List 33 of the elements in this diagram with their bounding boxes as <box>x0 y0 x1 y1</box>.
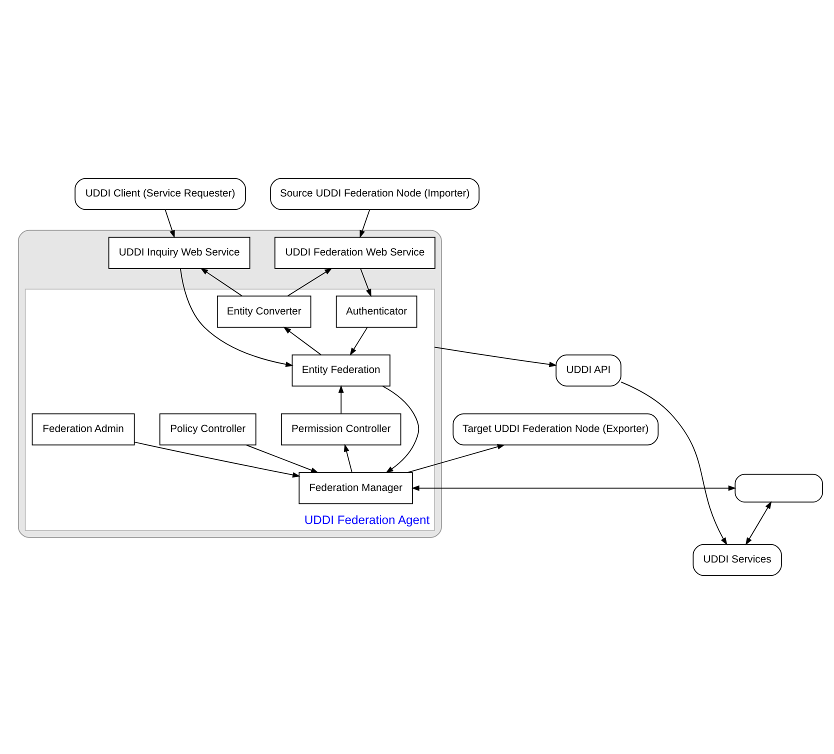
arrow <box>283 326 322 356</box>
arrow <box>338 385 344 414</box>
arrow <box>434 346 558 368</box>
node-box: Federation Manager <box>298 472 413 504</box>
node-box: Policy Controller <box>159 413 256 446</box>
arrow <box>412 485 736 491</box>
arrow <box>246 444 319 473</box>
node-box: Permission Controller <box>280 413 402 446</box>
arrow <box>164 209 175 238</box>
arrow <box>200 268 243 296</box>
node-box: UDDI Services <box>692 544 782 576</box>
node-box: Federation Admin <box>32 413 135 446</box>
arrow <box>382 386 420 474</box>
node-box: Source UDDI Federation Node (Importer) <box>270 178 480 210</box>
arrow <box>360 268 372 297</box>
node-box <box>734 474 823 502</box>
node-box: UDDI Client (Service Requester) <box>74 178 246 210</box>
node-box: Authenticator <box>336 296 418 328</box>
arrow <box>287 268 332 296</box>
node-box: UDDI API <box>556 354 622 387</box>
arrow <box>134 442 300 478</box>
node-box: Entity Federation <box>292 354 390 387</box>
arrow <box>745 501 772 546</box>
arrow <box>406 444 506 474</box>
arrow <box>344 444 352 473</box>
node-box: Target UDDI Federation Node (Exporter) <box>452 413 659 446</box>
node-box: UDDI Inquiry Web Service <box>108 236 250 269</box>
arrow <box>360 209 370 238</box>
node-box: Entity Converter <box>216 296 312 328</box>
arrow <box>620 382 728 546</box>
node-box: UDDI Federation Web Service <box>274 236 436 269</box>
arrow <box>350 327 368 356</box>
arrow <box>180 268 294 368</box>
